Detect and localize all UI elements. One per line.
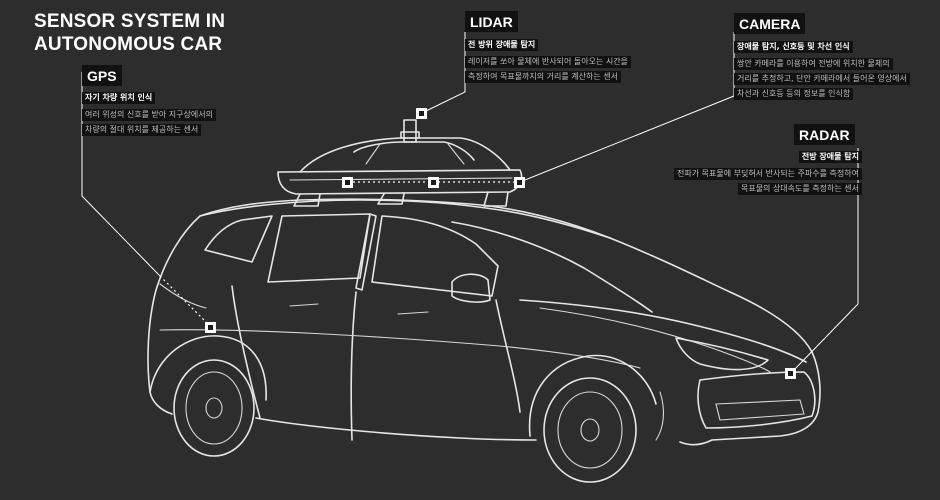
lidar-line-1: 레이저를 쏘아 물체에 반사되어 돌아오는 시간을 (465, 56, 631, 68)
car-windshield (452, 222, 652, 312)
car-rear-side-window (268, 214, 370, 282)
page-title: SENSOR SYSTEM IN AUTONOMOUS CAR (34, 10, 225, 56)
gps-line-1: 여러 위성의 신호를 받아 지구상에서의 (82, 109, 216, 121)
gps-description: 자기 차량 위치 인식 여러 위성의 신호를 받아 지구상에서의 차량의 절대 … (82, 92, 216, 139)
car-door-lines (232, 286, 520, 440)
roof-sensor-pod (278, 120, 522, 206)
gps-label: GPS (82, 65, 122, 86)
camera-line-3: 차선과 신호등 등의 정보를 인식함 (734, 88, 853, 100)
rear-wheel (174, 360, 254, 456)
title-line-1: SENSOR SYSTEM IN (34, 10, 225, 33)
lidar-heading: 전 방위 장애물 탐지 (465, 39, 538, 51)
sensor-markers (205, 108, 796, 379)
radar-description: 전방 장애물 탐지 전파가 목표물에 부딪혀서 반사되는 주파수를 측정하여 목… (674, 151, 862, 198)
lidar-label: LIDAR (465, 11, 518, 32)
gps-heading: 자기 차량 위치 인식 (82, 92, 155, 104)
car-side-mirror (452, 274, 490, 302)
rear-wheel-arch (150, 336, 266, 400)
camera-label: CAMERA (734, 13, 805, 34)
car-illustration (148, 199, 820, 482)
radar-line-1: 전파가 목표물에 부딪혀서 반사되는 주파수를 측정하여 (674, 168, 862, 180)
camera-marker-left[interactable] (342, 177, 353, 188)
car-body-outline (148, 199, 820, 445)
radar-label: RADAR (794, 124, 855, 145)
camera-line-2: 거리를 추정하고, 단안 카메라에서 들어온 영상에서 (734, 73, 910, 85)
camera-marker-right[interactable] (514, 177, 525, 188)
radar-marker[interactable] (785, 368, 796, 379)
gps-marker[interactable] (205, 322, 216, 333)
lidar-line-2: 측정하여 목표물까지의 거리를 계산하는 센서 (465, 71, 621, 83)
camera-marker-center[interactable] (428, 177, 439, 188)
car-rear-window (205, 216, 272, 262)
lidar-marker[interactable] (416, 108, 427, 119)
radar-heading: 전방 장애물 탐지 (799, 151, 862, 163)
gps-line-2: 차량의 절대 위치를 제공하는 센서 (82, 124, 201, 136)
title-line-2: AUTONOMOUS CAR (34, 33, 225, 56)
front-wheel (544, 378, 636, 482)
car-sill (256, 418, 536, 440)
camera-heading: 장애물 탐지, 신호등 및 차선 인식 (734, 41, 853, 53)
camera-description: 장애물 탐지, 신호등 및 차선 인식 쌍안 카메라를 이용하여 전방에 위치한… (734, 41, 910, 103)
camera-line-1: 쌍안 카메라를 이용하여 전방에 위치한 물체의 (734, 58, 893, 70)
lidar-description: 전 방위 장애물 탐지 레이저를 쏘아 물체에 반사되어 돌아오는 시간을 측정… (465, 39, 631, 86)
radar-line-2: 목표물의 상대속도를 측정하는 센서 (738, 183, 862, 195)
